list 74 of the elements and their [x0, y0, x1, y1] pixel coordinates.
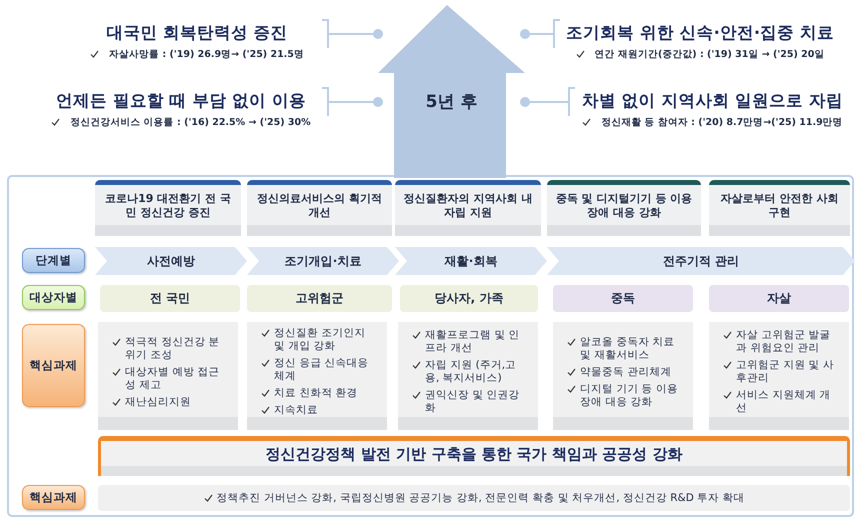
target-box	[709, 285, 849, 312]
goal-card	[95, 180, 241, 236]
step-label: 전주기적 관리	[662, 252, 740, 270]
task-item: 재활프로그램 및 인프라 개선	[425, 329, 521, 355]
up-arrow	[378, 5, 525, 178]
target-box	[553, 285, 693, 312]
task-item: 알코올 중독자 치료 및 재활서비스	[580, 336, 676, 362]
goal-card	[247, 180, 392, 236]
task-item: 정신 응급 신속대응체계	[274, 357, 370, 383]
row-label	[22, 324, 85, 407]
row-label	[22, 285, 85, 310]
task-item: 지속치료	[274, 404, 318, 417]
task-card	[98, 322, 238, 430]
goal-card	[395, 180, 541, 236]
target-label: 전 국민	[150, 290, 190, 307]
goal-title: 차별 없이 지역사회 일원으로 자립	[582, 90, 843, 112]
row-label	[22, 485, 85, 510]
chevron-step	[247, 247, 399, 275]
row-label-text: 핵심과제	[30, 358, 78, 373]
task-item: 디지털 기기 등 이용장애 대응 강화	[580, 382, 680, 408]
card-title: 정신의료서비스의 획기적 개선	[256, 192, 383, 220]
indicator-text: 자살사망률 : ('19) 26.9명→ ('25) 21.5명	[109, 48, 304, 60]
step-label: 조기개입·치료	[284, 252, 362, 270]
task-item: 고위험군 지원 및 사후관리	[736, 359, 836, 385]
task-card	[553, 322, 693, 430]
goal-card	[709, 180, 850, 236]
bracket-connector	[520, 19, 561, 49]
chevron-step	[95, 247, 247, 275]
target-label: 당사자, 가족	[434, 290, 504, 307]
card-title: 자살로부터 안전한 사회 구현	[720, 192, 840, 220]
task-item: 치료 친화적 환경	[274, 387, 358, 400]
target-label: 중독	[611, 290, 635, 307]
chevron-step	[395, 247, 547, 275]
indicator-text: 연간 재원기간(중간값) : ('19) 31일 → ('25) 20일	[594, 48, 824, 60]
task-item: 정책추진 거버넌스 강화, 국립정신병원 공공기능 강화, 전문인력 확충 및 처우개선, 정신건강 R&D 투자 확대	[216, 492, 744, 504]
goal-title: 조기회복 위한 신속·안전·집중 치료	[566, 22, 834, 44]
bracket-connector	[321, 87, 383, 117]
task-card	[709, 322, 849, 430]
target-box	[400, 285, 538, 312]
bracket-connector	[520, 87, 576, 117]
goal-title: 대국민 회복탄력성 증진	[106, 22, 288, 44]
target-box	[247, 285, 392, 312]
target-box	[100, 285, 240, 312]
target-label: 자살	[767, 290, 791, 307]
row-label	[22, 248, 85, 273]
goal-title: 언제든 필요할 때 부담 없이 이용	[56, 90, 306, 112]
task-item: 정신질환 조기인지 및 개입 강화	[274, 327, 366, 353]
task-item: 권익신장 및 인권강화	[425, 389, 521, 415]
arrow-label: 5년 후	[426, 91, 478, 113]
task-item: 서비스 지원체계 개선	[736, 389, 832, 415]
task-card	[98, 485, 850, 511]
banner-card	[98, 436, 850, 476]
task-item: 대상자별 예방 접근성 제고	[125, 366, 221, 392]
target-label: 고위험군	[296, 290, 344, 307]
task-item: 자립 지원 (주거,고용, 복지서비스)	[425, 359, 518, 385]
task-item: 약물중독 관리체계	[580, 366, 672, 378]
card-title: 코로나19 대전환기 전 국민 정신건강 증진	[104, 192, 232, 220]
card-title: 중독 및 디지털기기 등 이용장애 대응 강화	[555, 192, 693, 220]
task-card	[398, 322, 538, 430]
row-label-text: 단계별	[36, 253, 72, 268]
task-item: 재난심리지원	[125, 396, 191, 408]
step-label: 사전예방	[147, 252, 195, 270]
bracket-connector	[321, 19, 383, 49]
task-card	[247, 322, 387, 430]
card-title: 정신질환자의 지역사회 내 자립 지원	[403, 192, 533, 220]
banner-title: 정신건강정책 발전 기반 구축을 통한 국가 책임과 공공성 강화	[266, 445, 682, 464]
indicator-text: 정신재활 등 참여자 : ('20) 8.7만명→('25) 11.9만명	[601, 116, 843, 128]
task-item: 적극적 정신건강 분위기 조성	[125, 336, 221, 362]
step-label: 재활·회복	[444, 252, 498, 270]
task-item: 자살 고위험군 발굴과 위험요인 관리	[736, 329, 832, 355]
row-label-text: 대상자별	[30, 290, 78, 305]
indicator-text: 정신건강서비스 이용률 : ('16) 22.5% → ('25) 30%	[70, 116, 311, 128]
goal-card	[547, 180, 701, 236]
row-label-text: 핵심과제	[30, 490, 78, 505]
